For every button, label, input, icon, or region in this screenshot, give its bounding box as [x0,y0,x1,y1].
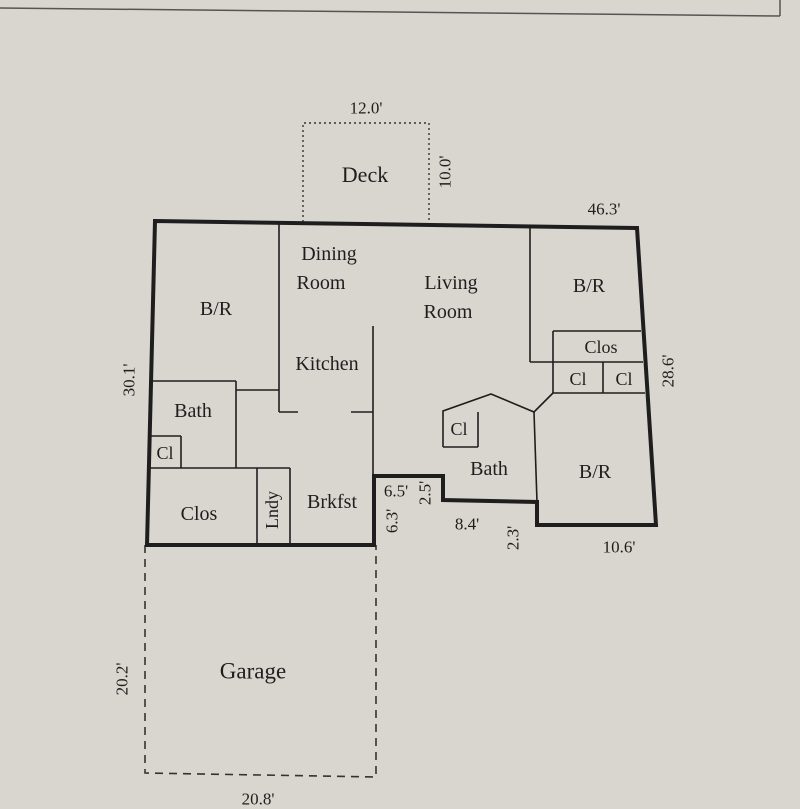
bath-span-dimension: 8.4' [454,514,480,534]
closet-bath-label: Cl [450,419,468,439]
deck-label: Deck [341,162,389,187]
laundry-label: Lndy [262,491,282,529]
living-room-label-line2: Room [423,301,473,323]
notch-side-dimension: 6.3' [382,508,402,534]
exterior-wall [144,218,659,547]
bath-right-label: Bath [470,458,508,480]
garage-label: Garage [219,658,287,684]
interior-walls [149,224,645,543]
kitchen-label: Kitchen [295,353,359,375]
dining-room-label-line2: Room [296,272,346,294]
garage-depth-dimension: 20.2' [112,662,132,696]
living-room-label-line1: Living [424,272,478,294]
deck-width-dimension: 12.0' [349,98,383,118]
dining-room-label-line1: Dining [301,243,357,265]
garage-outline [144,545,377,778]
breakfast-label: Brkfst [307,491,357,513]
left-height-dimension: 30.1' [119,363,139,397]
closet-right-a-label: Cl [569,369,587,389]
deck-depth-dimension: 10.0' [435,155,455,189]
bath-left-label: Bath [174,400,212,422]
deck-outline [302,122,430,222]
closet-left-bottom-label: Clos [180,503,218,525]
header-rule [0,7,781,17]
closet-left-label: Cl [156,443,174,463]
closet-right-label: Clos [584,337,618,357]
closet-right-b-label: Cl [615,369,633,389]
right-height-dimension: 28.6' [658,354,678,388]
garage-width-dimension: 20.8' [241,789,275,809]
step-depth-dimension: 2.3' [503,525,523,551]
bottom-right-dimension: 10.6' [602,537,636,557]
bedroom-left-label: B/R [199,298,233,320]
bedroom-right-bottom-label: B/R [578,461,612,483]
notch-depth-dimension: 2.5' [415,480,435,506]
bedroom-right-top-label: B/R [572,275,606,297]
top-width-dimension: 46.3' [587,199,621,219]
notch-width-dimension: 6.5' [383,481,409,501]
